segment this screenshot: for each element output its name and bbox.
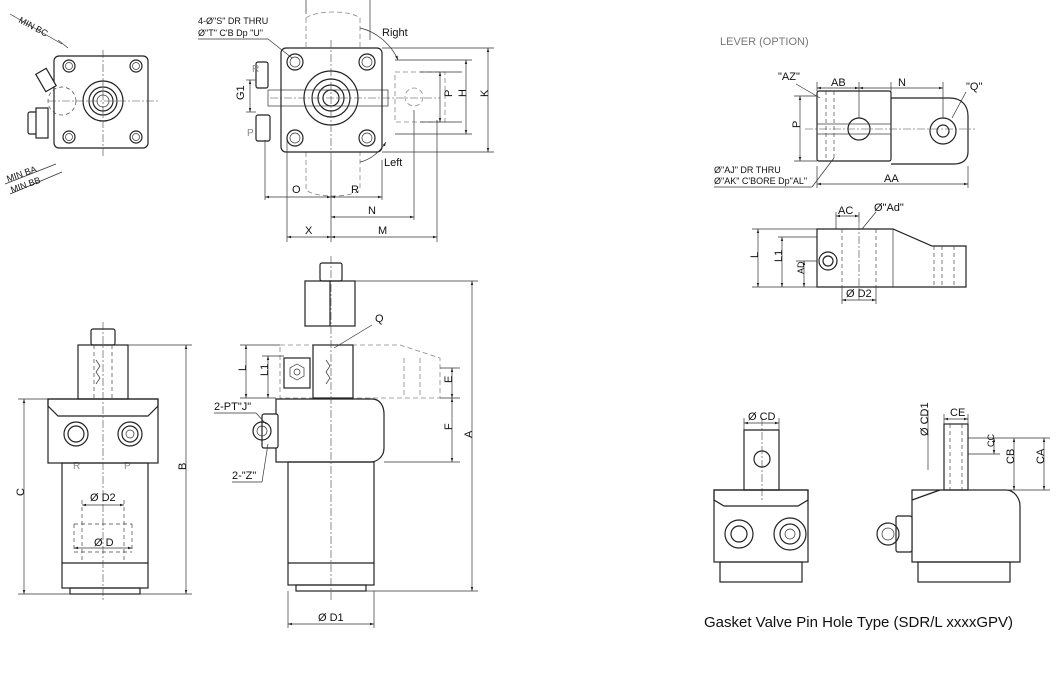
dim-side-d1: Ø D1 xyxy=(318,612,344,624)
gasket-view: Ø CD CE Ø CD1 CC CB CA Gasket Valve Pin … xyxy=(704,402,1050,631)
hole-note-line2: Ø"T" C'B Dp "U" xyxy=(198,28,263,38)
dim-side-l: L xyxy=(237,365,249,371)
right-label: Right xyxy=(382,27,408,39)
dim-lever-d2: Ø D2 xyxy=(846,288,872,300)
dim-ad-dia: Ø"Ad" xyxy=(874,202,904,214)
left-label: Left xyxy=(384,157,402,169)
dim-side-l1: L1 xyxy=(259,364,271,376)
top-left-view: MIN BC MIN BA MIN BB xyxy=(4,13,160,195)
front-port-p: P xyxy=(124,461,131,472)
dim-q: "Q" xyxy=(966,81,982,93)
dim-o: O xyxy=(292,184,301,196)
port-p-label: P xyxy=(247,128,254,139)
dim-side-pt: 2-PT"J" xyxy=(214,401,251,413)
lever-note-line2: Ø"AK" C'BORE Dp"AL" xyxy=(714,176,807,186)
dim-lever-n: N xyxy=(898,77,906,89)
port-r-label: R xyxy=(252,64,259,75)
dim-c: C xyxy=(15,488,27,496)
dim-side-f: F xyxy=(443,423,455,430)
dim-front-d2: Ø D2 xyxy=(90,492,116,504)
dim-lever-p: P xyxy=(791,121,803,128)
dim-lever-l: L xyxy=(749,252,761,258)
dim-side-e: E xyxy=(443,376,455,383)
dim-m: M xyxy=(378,225,387,237)
dim-cb: CB xyxy=(1005,449,1017,464)
dim-g1: G1 xyxy=(235,85,247,100)
lever-title: LEVER (OPTION) xyxy=(720,36,809,48)
hole-note-line1: 4-Ø"S" DR THRU xyxy=(198,16,268,26)
lever-view: LEVER (OPTION) AB N "AZ" "Q" P Ø"AJ" DR … xyxy=(714,36,982,304)
top-main-view: R P Right Left 4-Ø"S" DR THRU Ø"T" C'B D… xyxy=(198,0,494,242)
dim-ab: AB xyxy=(831,77,846,89)
dim-side-a: A xyxy=(463,430,475,438)
dim-r: R xyxy=(351,184,359,196)
lever-note-line1: Ø"AJ" DR THRU xyxy=(714,165,781,175)
dim-side-z: 2-"Z" xyxy=(232,470,256,482)
dim-ca: CA xyxy=(1035,448,1047,464)
dim-side-q: Q xyxy=(375,313,384,325)
front-port-r: R xyxy=(73,461,80,472)
dim-cc: CC xyxy=(986,434,996,447)
dim-b: B xyxy=(177,463,189,470)
dim-aa: AA xyxy=(884,173,899,185)
front-view: R P Ø D2 Ø D C B xyxy=(15,322,192,600)
dim-x: X xyxy=(305,225,313,237)
dim-ac: AC xyxy=(838,205,853,217)
dim-ce: CE xyxy=(950,407,965,419)
dim-cd1: Ø CD1 xyxy=(919,402,931,436)
dim-az: "AZ" xyxy=(778,71,800,83)
dim-cd: Ø CD xyxy=(748,411,776,423)
dim-lever-l1: L1 xyxy=(773,250,785,262)
dim-lever-ad: AD xyxy=(796,261,806,274)
side-view: Q L L1 E F A 2-PT"J" 2-"Z" Ø D1 xyxy=(214,256,478,628)
min-bc-label: MIN BC xyxy=(17,15,50,39)
gasket-caption: Gasket Valve Pin Hole Type (SDR/L xxxxGP… xyxy=(704,614,1013,631)
dim-n: N xyxy=(368,205,376,217)
dim-front-d: Ø D xyxy=(94,537,114,549)
dim-k: K xyxy=(479,89,491,97)
dim-h: H xyxy=(457,89,469,97)
dim-p: P xyxy=(443,90,455,97)
